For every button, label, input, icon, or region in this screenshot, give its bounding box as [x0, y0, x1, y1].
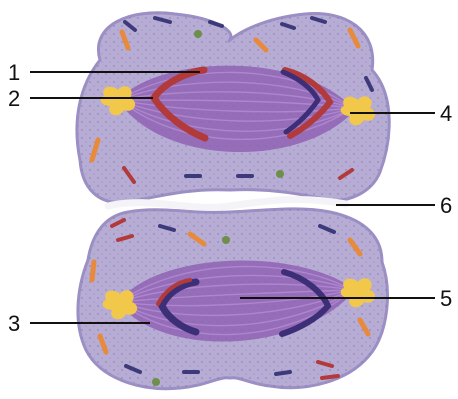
label-4: 4: [440, 101, 452, 126]
cleavage-furrow: [108, 200, 346, 208]
label-1: 1: [8, 60, 20, 85]
label-3: 3: [8, 311, 20, 336]
upper-daughter-cell: [77, 13, 389, 203]
label-5: 5: [440, 286, 452, 311]
label-6: 6: [440, 193, 452, 218]
label-2: 2: [8, 86, 20, 111]
